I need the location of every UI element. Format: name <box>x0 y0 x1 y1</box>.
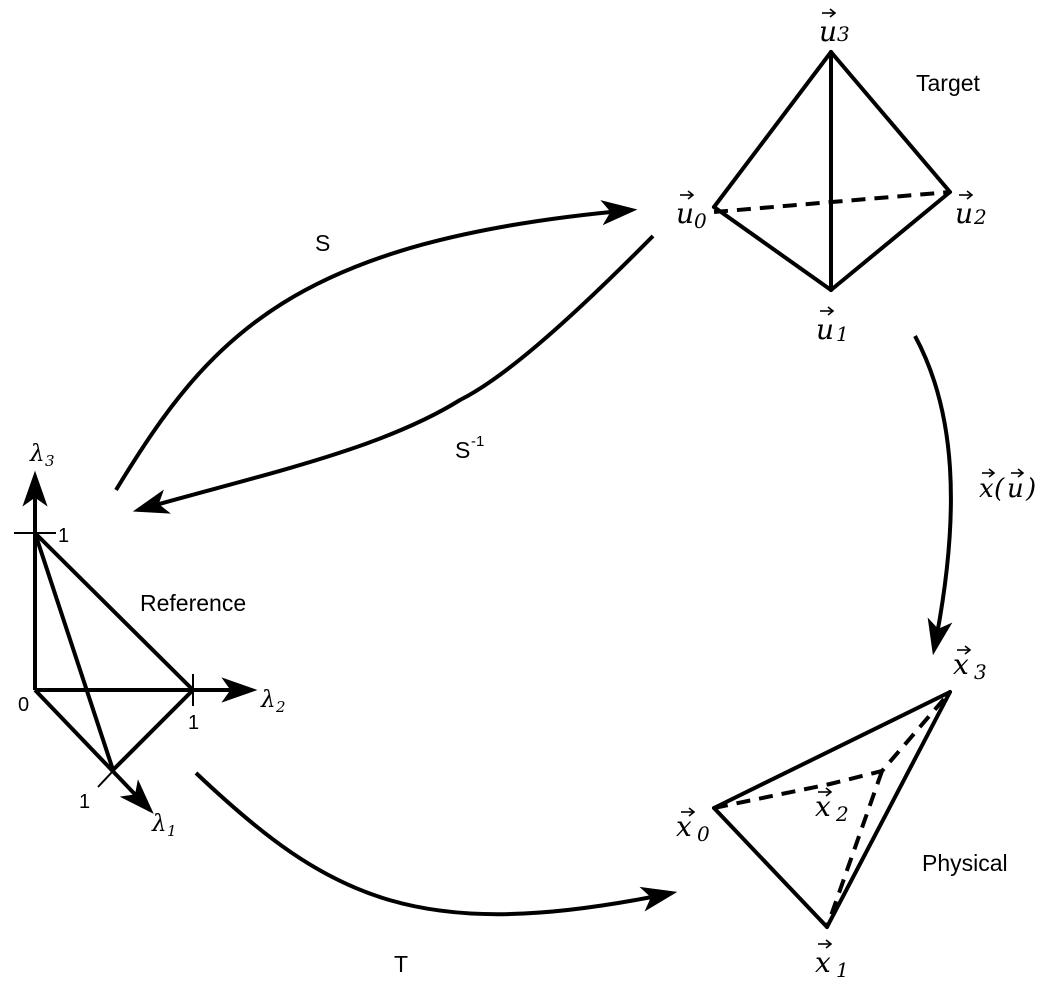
svg-text:0: 0 <box>697 822 710 846</box>
vertex-label-x0: x 0 <box>676 807 710 846</box>
svg-text:λ: λ <box>29 441 45 467</box>
svg-text:λ: λ <box>151 811 167 837</box>
tick-label-l1: 1 <box>79 791 90 813</box>
svg-text:x: x <box>676 810 692 843</box>
map-s-inverse-arrow <box>132 234 655 514</box>
reference-axes <box>22 470 258 814</box>
svg-text:S: S <box>455 437 470 463</box>
vertex-label-x3: x 3 <box>953 645 987 684</box>
map-x-of-u-arrow <box>913 335 953 656</box>
vertex-label-u0: u 0 <box>676 190 707 233</box>
axis-label-lambda3: λ 3 <box>29 441 55 470</box>
tick-label-l3: 1 <box>58 525 69 547</box>
map-s-label: S <box>315 230 330 256</box>
map-s-inverse-label: S -1 <box>455 433 484 463</box>
physical-label: Physical <box>922 850 1008 876</box>
svg-text:3: 3 <box>45 452 55 470</box>
vertex-label-u1: u 1 <box>816 306 849 346</box>
physical-tetrahedron <box>712 690 952 929</box>
svg-text:1: 1 <box>836 322 849 346</box>
svg-text:u: u <box>819 15 837 48</box>
reference-ticks <box>14 532 194 788</box>
svg-text:u: u <box>816 313 834 346</box>
svg-text:λ: λ <box>260 687 276 713</box>
svg-text:3: 3 <box>974 660 987 684</box>
vertex-label-x1: x 1 <box>815 939 849 982</box>
svg-text:x: x <box>979 474 994 504</box>
svg-text:0: 0 <box>694 209 707 233</box>
tick-label-l2: 1 <box>188 712 199 734</box>
svg-text:x: x <box>815 790 831 823</box>
target-tetrahedron <box>712 50 952 292</box>
svg-text:x: x <box>953 648 969 681</box>
reference-tetrahedron <box>33 531 195 772</box>
axis-label-lambda1: λ 1 <box>151 811 177 840</box>
vertex-label-u2: u 2 <box>955 190 987 230</box>
svg-text:2: 2 <box>275 698 286 716</box>
vertex-label-u3: u 3 <box>819 8 850 48</box>
svg-text:u: u <box>1007 474 1024 504</box>
reference-label: Reference <box>140 590 246 616</box>
svg-text:3: 3 <box>837 22 850 46</box>
map-t-arrow <box>194 771 678 917</box>
svg-text:-1: -1 <box>471 433 484 450</box>
svg-text:u: u <box>676 197 694 230</box>
svg-text:): ) <box>1025 474 1036 504</box>
svg-text:1: 1 <box>167 822 177 840</box>
map-t-label: T <box>394 951 408 977</box>
target-label: Target <box>916 70 981 96</box>
map-x-of-u-label: x ( u ) <box>979 468 1036 504</box>
svg-text:1: 1 <box>836 958 849 982</box>
axis-label-lambda2: λ 2 <box>260 687 286 716</box>
svg-text:2: 2 <box>973 205 987 229</box>
svg-text:2: 2 <box>835 802 849 826</box>
svg-text:u: u <box>955 197 973 230</box>
svg-text:x: x <box>815 946 831 979</box>
map-s-arrow <box>114 200 638 492</box>
origin-label: 0 <box>18 694 29 716</box>
svg-text:(: ( <box>994 474 1005 504</box>
vertex-label-x2: x 2 <box>815 787 849 826</box>
